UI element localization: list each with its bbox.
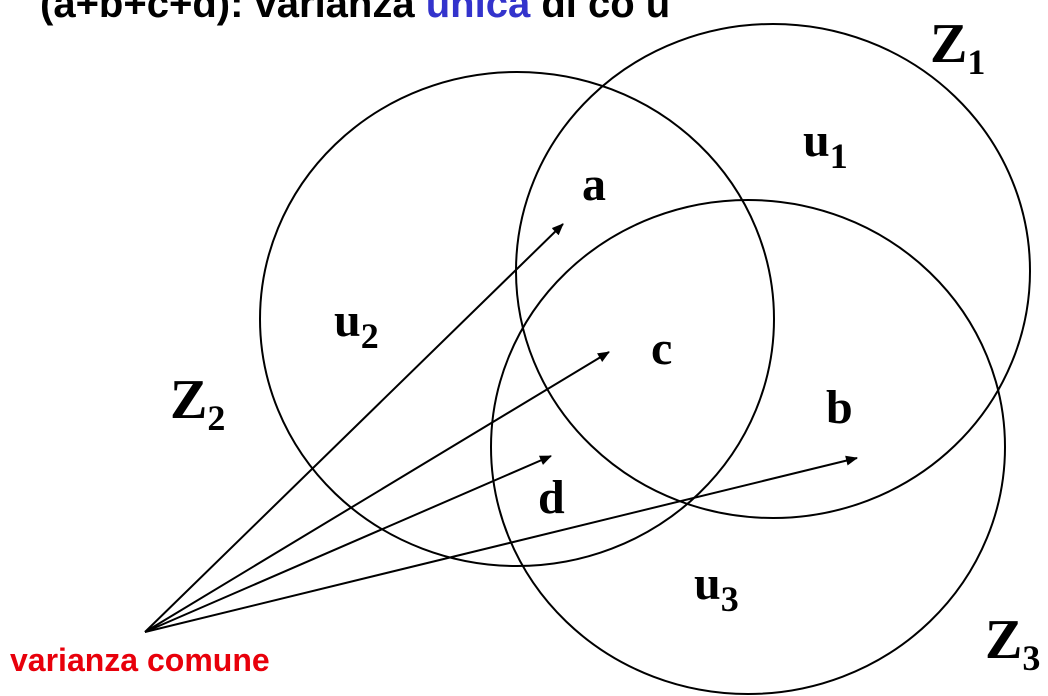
- title-suffix: di cò u: [530, 0, 671, 26]
- label-z1: Z1: [930, 13, 985, 82]
- circle-z2: [259, 71, 775, 567]
- label-u3: u3: [694, 557, 739, 619]
- caption-varianza-comune: varianza comune: [10, 642, 270, 678]
- diagram-title: (a+b+c+d): varianza unica di cò u: [40, 0, 670, 27]
- label-a: a: [582, 158, 606, 211]
- label-u2: u2: [334, 294, 379, 356]
- label-z2: Z2: [170, 369, 225, 438]
- arrow-to-b: [144, 455, 858, 633]
- label-u1: u1: [803, 114, 848, 176]
- label-z3: Z3: [985, 609, 1040, 678]
- arrow-to-d: [144, 455, 552, 633]
- label-d: d: [538, 471, 565, 524]
- label-c: c: [651, 322, 672, 375]
- arrow-to-a: [144, 223, 564, 633]
- arrow-to-c: [144, 351, 610, 633]
- circle-z1: [515, 23, 1031, 519]
- title-prefix: (a+b+c+d): varianza: [40, 0, 426, 26]
- title-highlight: unica: [425, 0, 531, 26]
- circle-z3: [490, 199, 1006, 695]
- label-b: b: [826, 381, 853, 434]
